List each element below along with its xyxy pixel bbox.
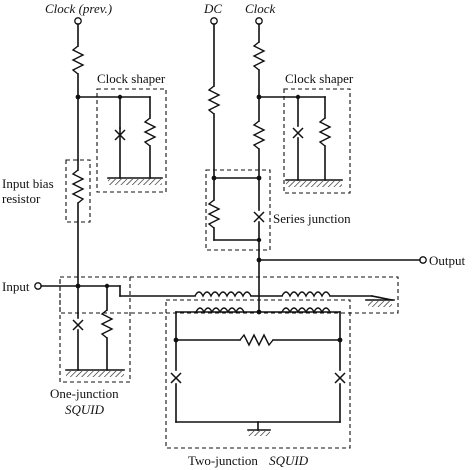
one-junction-label-line1: One-junction: [50, 386, 119, 401]
squid-shunt-resistor: [239, 333, 274, 347]
one-junction-ground: [66, 371, 124, 377]
clock-second-resistor: [252, 120, 266, 150]
two-junction-label-prefix: Two-junction: [188, 453, 258, 468]
right-shaper-ground: [286, 181, 342, 187]
input-bias-box: [65, 159, 91, 223]
series-junction-label: Series junction: [273, 211, 351, 226]
one-junction-squid: One-junction SQUID: [50, 276, 131, 417]
clock-shaper-right-label: Clock shaper: [285, 71, 354, 86]
series-junction-box: [205, 169, 271, 251]
clock-shaper-right-box: [283, 88, 351, 194]
right-clock-shaper: Clock shaper: [258, 71, 354, 194]
right-shaper-junction: [292, 127, 304, 139]
dc-line: [207, 23, 260, 241]
clock-line: [213, 23, 421, 315]
output-label: Output: [429, 253, 466, 268]
one-junction-resistor: [100, 309, 114, 339]
two-junction-ground: [248, 431, 270, 436]
two-junction-label-suffix: SQUID: [269, 453, 309, 468]
left-shaper-ground: [108, 179, 162, 185]
clock-shaper-left-box: [96, 88, 167, 193]
squid-coil-left: [195, 307, 245, 314]
one-junction-jj: [72, 319, 84, 331]
input-bias-resistor: [71, 169, 85, 204]
input-line-ground: [368, 301, 392, 307]
one-junction-label-line2: SQUID: [65, 402, 105, 417]
input-bias-label-line1: Input bias: [2, 176, 54, 191]
two-junction-box: [165, 299, 351, 449]
coupling-box: [59, 276, 399, 314]
series-bias-resistor: [207, 199, 221, 229]
left-clock-line: [71, 23, 85, 287]
input-coil-left: [194, 291, 252, 298]
two-junction-label: Two-junction SQUID: [188, 453, 309, 468]
dc-label: DC: [203, 1, 222, 16]
two-junction-squid: Two-junction SQUID: [165, 299, 351, 468]
input-line: [40, 283, 395, 307]
clock-prev-resistor: [71, 45, 85, 75]
squid-right-junction: [334, 372, 346, 384]
clock-resistor: [252, 41, 266, 71]
left-shaper-resistor: [143, 117, 157, 147]
dc-resistor: [207, 85, 221, 115]
squid-left-junction: [170, 372, 182, 384]
input-label: Input: [2, 279, 30, 294]
squid-coil-right: [281, 307, 331, 314]
one-junction-box: [59, 276, 131, 383]
clock-prev-label: Clock (prev.): [45, 1, 112, 16]
series-junction: [253, 211, 265, 223]
clock-label: Clock: [245, 1, 276, 16]
input-coil-right: [281, 291, 331, 298]
right-shaper-resistor: [318, 117, 332, 147]
input-bias-label-line2: resistor: [2, 191, 41, 206]
clock-shaper-left-label: Clock shaper: [97, 71, 166, 86]
left-clock-shaper: Clock shaper: [77, 71, 167, 193]
